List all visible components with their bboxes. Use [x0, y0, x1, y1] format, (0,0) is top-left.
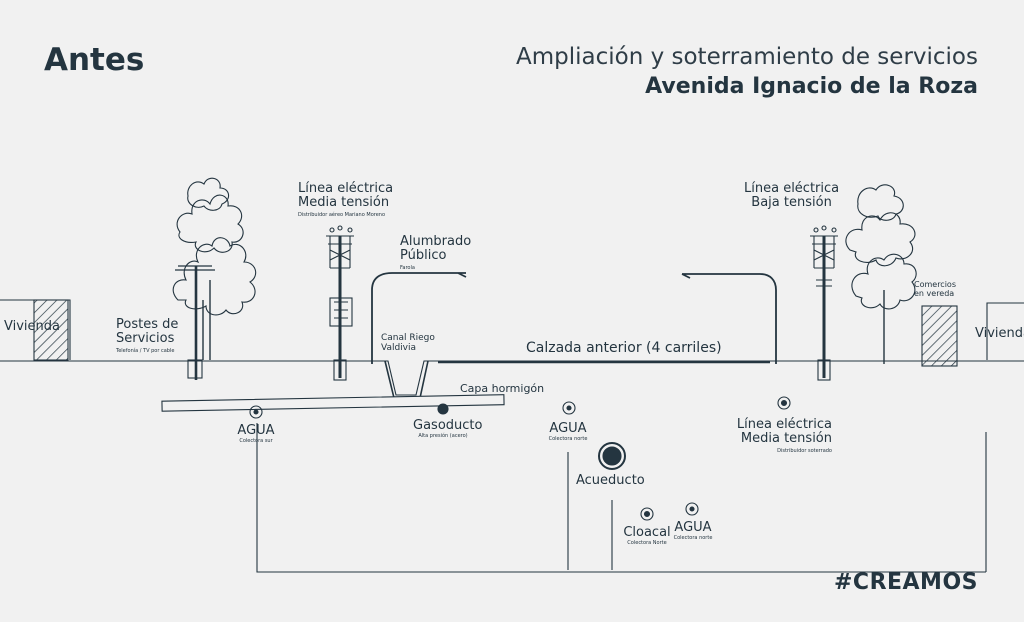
- label-vivienda-right: Vivienda: [975, 326, 1024, 341]
- canal-channel: [384, 360, 429, 399]
- label-linea-mt-soterrada: Línea eléctrica Media tensión Distribuid…: [736, 417, 832, 455]
- label-capa: Capa hormigón: [460, 382, 545, 395]
- label-linea-bt: Línea eléctrica Baja tensión: [744, 181, 840, 210]
- pipe-agua-sur: [249, 405, 263, 419]
- house-left: [0, 299, 71, 360]
- label-postes: Postes de Servicios Telefonía / TV por c…: [116, 317, 179, 355]
- label-linea-mt-aerea: Línea eléctrica Media tensión Distribuid…: [298, 181, 394, 219]
- streetlamp-right: [681, 273, 777, 364]
- label-comercios: Comercios en vereda: [914, 280, 956, 298]
- label-agua-norte-2: AGUA Colectora norte: [673, 520, 713, 542]
- tree-left: [172, 177, 257, 380]
- house-right: [986, 302, 1024, 360]
- pipe-linea-mt: [777, 396, 791, 410]
- page-title: Antes: [44, 42, 145, 78]
- subtitle-avenue: Avenida Ignacio de la Roza: [645, 74, 978, 99]
- label-agua-sur: AGUA Colectora sur: [237, 423, 275, 445]
- streetlamp-left: [371, 272, 467, 364]
- label-acueducto: Acueducto: [576, 473, 645, 488]
- label-cloacal: Cloacal Colectora Norte: [623, 525, 671, 547]
- tree-right: [845, 184, 917, 364]
- conduit-left: [256, 423, 986, 573]
- label-canal: Canal Riego Valdivia: [381, 333, 435, 353]
- label-gasoducto: Gasoducto Alta presión (acero): [413, 418, 483, 440]
- subtitle: Ampliación y soterramiento de servicios: [515, 44, 978, 70]
- pipe-agua-norte: [562, 401, 576, 415]
- label-calzada: Calzada anterior (4 carriles): [526, 340, 722, 356]
- label-agua-norte: AGUA Colectora norte: [548, 421, 588, 443]
- pipe-cloacal: [640, 507, 654, 521]
- pipe-gasoducto: [437, 403, 449, 415]
- pole-mt-left: [326, 225, 354, 381]
- label-alumbrado: Alumbrado Público Farola: [400, 234, 472, 272]
- pipe-agua-norte-2: [685, 502, 699, 516]
- pole-bt-right: [810, 225, 838, 381]
- hashtag: #CREAMOS: [833, 570, 978, 595]
- pipe-acueducto: [598, 442, 626, 470]
- concrete-slab: [161, 394, 505, 412]
- label-vivienda-left: Vivienda: [4, 319, 60, 334]
